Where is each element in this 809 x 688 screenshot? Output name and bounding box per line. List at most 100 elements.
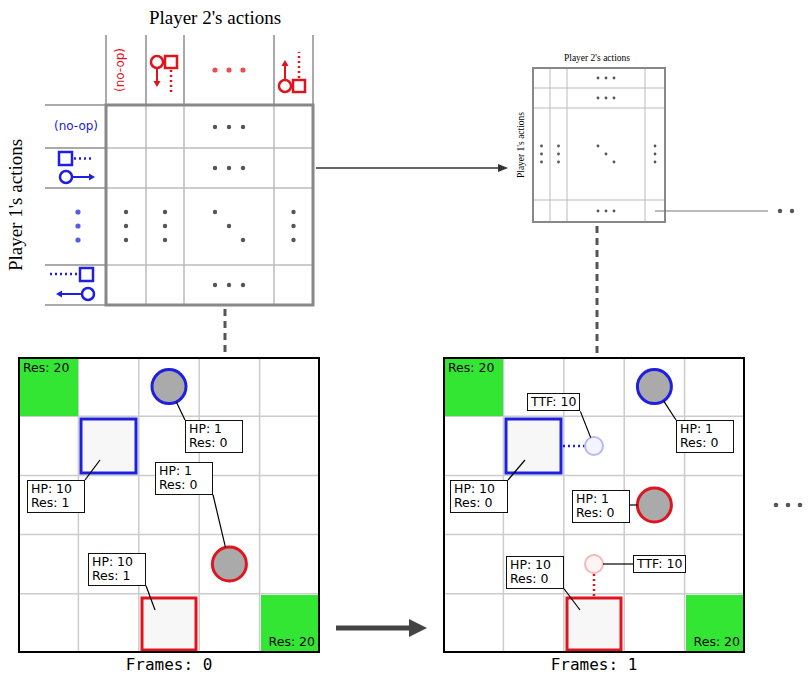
payoff-matrix: Player 2's actionsPlayer 1's actions <box>0 0 316 307</box>
produce-line <box>170 70 173 94</box>
pending-unit <box>585 437 603 455</box>
unit-stats: TTF: 10 <box>531 395 576 409</box>
ellipsis-dot <box>75 209 80 214</box>
ellipsis-dot <box>597 145 600 148</box>
unit-shape <box>637 488 671 522</box>
unit-shape <box>152 370 186 404</box>
grid-line <box>550 68 551 222</box>
grid-line <box>145 105 147 305</box>
ellipsis-dot <box>226 67 231 72</box>
base-shape <box>142 598 196 650</box>
ellipsis-dot <box>605 97 608 100</box>
grid-line <box>533 88 665 89</box>
connector <box>336 626 409 631</box>
ellipsis-dot <box>163 210 167 214</box>
ellipsis-dot <box>540 161 543 164</box>
axis-title: Player 2's actions <box>149 8 281 29</box>
ellipsis-dot <box>241 238 245 242</box>
leader-line <box>664 401 676 420</box>
ellipsis-dot <box>227 224 231 228</box>
leader-line <box>603 563 633 564</box>
resource-text: Res: 20 <box>23 361 69 375</box>
header-line <box>273 35 275 105</box>
ellipsis-dot <box>163 224 167 228</box>
matrix-border <box>106 105 313 305</box>
ellipsis-dot <box>213 283 217 287</box>
unit-stats: HP: 10 Res: 0 <box>454 482 504 511</box>
board-grid <box>443 357 745 653</box>
unit-shape <box>212 547 246 581</box>
unit-stats: HP: 1 Res: 0 <box>189 422 239 451</box>
grid-line <box>106 147 313 149</box>
ellipsis-dot <box>774 503 779 508</box>
unit-callout: HP: 10 Res: 1 <box>88 553 146 586</box>
action-icon <box>50 52 305 300</box>
pending-unit <box>585 555 603 573</box>
ellipsis-dot <box>778 209 782 213</box>
ellipsis-dot <box>540 145 543 148</box>
grid-line <box>106 264 313 266</box>
header-line <box>183 35 185 105</box>
unit-stats: HP: 10 Res: 0 <box>510 558 560 587</box>
action-label: (no-op) <box>114 48 127 92</box>
connector <box>224 309 227 355</box>
resource-cell: Res: 20 <box>261 595 318 651</box>
grid-line <box>533 108 665 109</box>
ellipsis-dot <box>124 210 128 214</box>
grid-line <box>106 187 313 189</box>
ellipsis-dot <box>613 77 616 80</box>
grid-line <box>183 105 185 305</box>
ellipsis-dot <box>163 238 167 242</box>
ellipsis-dot <box>605 210 608 213</box>
header-line <box>105 35 107 105</box>
resource-text: Res: 20 <box>448 361 494 375</box>
unit-icon <box>279 80 291 92</box>
ellipsis-dot <box>227 125 231 129</box>
ellipsis-dot <box>291 238 295 242</box>
unit-callout: HP: 1 Res: 0 <box>155 462 213 495</box>
unit-callout: HP: 10 Res: 0 <box>506 556 564 589</box>
resource-text: Res: 20 <box>269 635 315 649</box>
ellipsis-dot <box>124 238 128 242</box>
header-line <box>45 264 106 266</box>
board-grid <box>18 357 320 653</box>
unit-icon <box>151 56 163 68</box>
payoff-matrix: Player 2's actionsPlayer 1's actions <box>508 46 668 224</box>
unit-callout: TTF: 10 <box>527 393 580 411</box>
unit-stats: HP: 1 Res: 0 <box>576 492 626 521</box>
unit-callout: HP: 10 Res: 1 <box>27 480 85 513</box>
leader-line <box>580 411 590 437</box>
grid-line <box>198 357 200 653</box>
base-icon <box>293 80 305 92</box>
resource-cell: Res: 20 <box>686 595 743 651</box>
ellipsis-dot <box>597 97 600 100</box>
ellipsis-dot <box>654 161 657 164</box>
leader-line <box>508 460 525 480</box>
ellipsis-dot <box>557 153 560 156</box>
grid-line <box>443 534 745 536</box>
ellipsis-dot <box>213 125 217 129</box>
ellipsis-dot <box>786 503 791 508</box>
ellipsis-dot <box>241 125 245 129</box>
payoff-matrix-grid <box>533 68 794 222</box>
arrow-head <box>281 60 288 66</box>
frame-label: Frames: 1 <box>445 655 743 674</box>
base-icon <box>59 152 72 165</box>
axis-title: Player 2's actions <box>564 53 630 63</box>
grid-line <box>443 475 745 477</box>
unit-stats: HP: 10 Res: 1 <box>92 555 142 584</box>
grid-line <box>138 357 140 653</box>
unit-stats: HP: 1 Res: 0 <box>680 422 730 451</box>
ellipsis-dot <box>557 145 560 148</box>
unit-icon <box>60 171 72 183</box>
ellipsis-dot <box>213 166 217 170</box>
resource-cell: Res: 20 <box>445 359 503 416</box>
grid-line <box>273 105 275 305</box>
frame-label: Frames: 0 <box>20 655 318 674</box>
header-line <box>45 104 106 106</box>
game-board: Frames: 1Res: 20TTF: 10HP: 1 Res: 0HP: 1… <box>443 357 745 653</box>
base-icon <box>80 268 93 281</box>
ellipsis-dot <box>597 210 600 213</box>
move-arrow <box>156 69 158 81</box>
